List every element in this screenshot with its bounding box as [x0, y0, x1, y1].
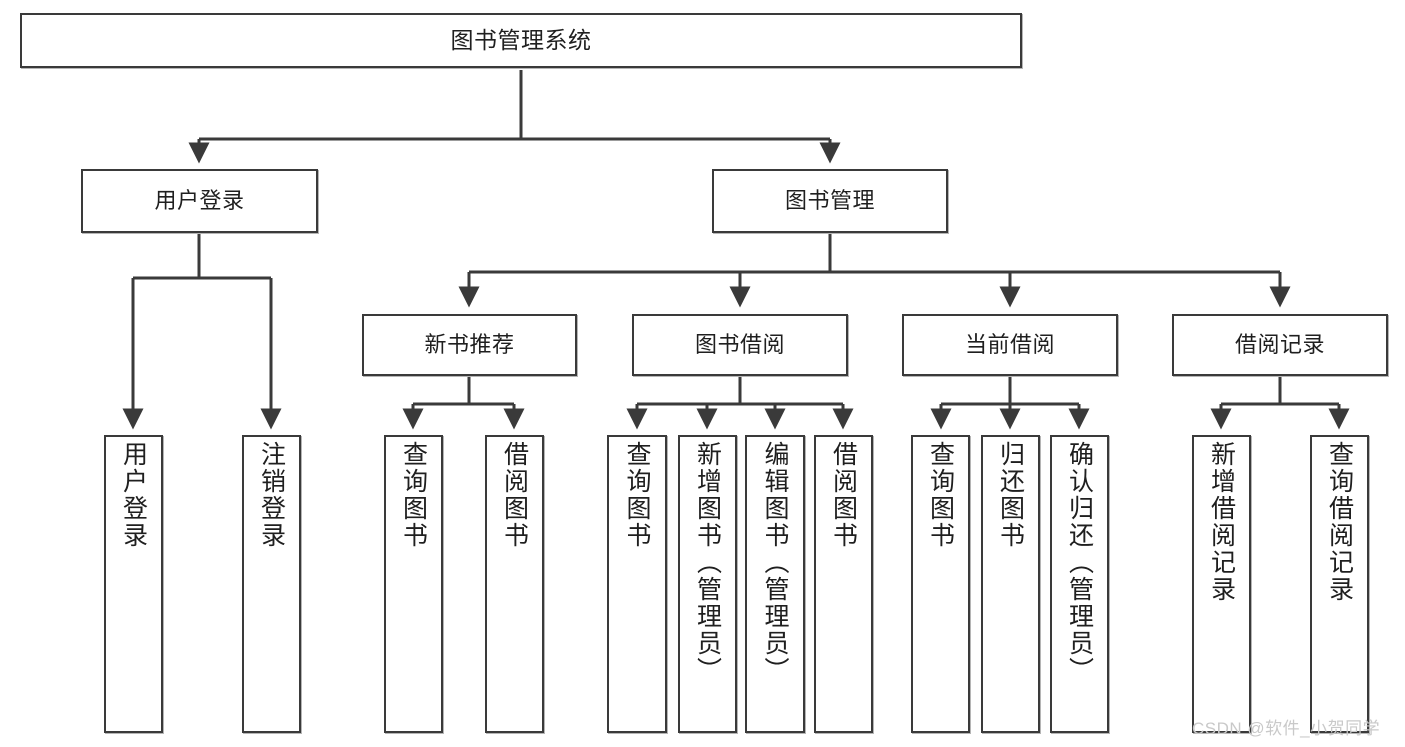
leaf-query-book-3[interactable]: 查询图书 [911, 435, 970, 733]
leaf-return-book[interactable]: 归还图书 [981, 435, 1040, 733]
node-book-manage-label: 图书管理 [784, 187, 875, 213]
leaf-query-borrow-record-label: 查询借阅记录 [1325, 441, 1354, 603]
leaf-borrow-book-1-label: 借阅图书 [500, 441, 529, 549]
leaf-confirm-return-admin[interactable]: 确认归还（管理员） [1050, 435, 1109, 733]
node-root-label: 图书管理系统 [450, 26, 592, 53]
node-new-book-recommend-label: 新书推荐 [424, 331, 515, 357]
node-current-borrow[interactable]: 当前借阅 [902, 314, 1118, 376]
node-root[interactable]: 图书管理系统 [20, 13, 1022, 68]
node-current-borrow-label: 当前借阅 [964, 331, 1055, 357]
node-user-login-label: 用户登录 [154, 187, 245, 213]
leaf-add-book-admin-label: 新增图书（管理员） [693, 441, 722, 684]
node-borrow-record-label: 借阅记录 [1234, 331, 1325, 357]
node-user-login[interactable]: 用户登录 [81, 169, 318, 233]
leaf-edit-book-admin[interactable]: 编辑图书（管理员） [745, 435, 805, 733]
leaf-query-book-1[interactable]: 查询图书 [384, 435, 443, 733]
leaf-borrow-book-1[interactable]: 借阅图书 [485, 435, 544, 733]
leaf-add-borrow-record[interactable]: 新增借阅记录 [1192, 435, 1251, 733]
leaf-query-book-3-label: 查询图书 [926, 441, 955, 549]
leaf-confirm-return-admin-label: 确认归还（管理员） [1065, 441, 1094, 684]
leaf-borrow-book-2-label: 借阅图书 [829, 441, 858, 549]
leaf-user-login[interactable]: 用户登录 [104, 435, 163, 733]
leaf-borrow-book-2[interactable]: 借阅图书 [814, 435, 873, 733]
node-borrow-record[interactable]: 借阅记录 [1172, 314, 1388, 376]
leaf-add-borrow-record-label: 新增借阅记录 [1207, 441, 1236, 603]
leaf-query-book-2[interactable]: 查询图书 [607, 435, 667, 733]
leaf-query-borrow-record[interactable]: 查询借阅记录 [1310, 435, 1369, 733]
leaf-return-book-label: 归还图书 [996, 441, 1025, 549]
node-book-borrow-label: 图书借阅 [694, 331, 785, 357]
leaf-edit-book-admin-label: 编辑图书（管理员） [761, 441, 789, 684]
watermark: CSDN @软件_小贺同学 [1192, 719, 1381, 738]
node-new-book-recommend[interactable]: 新书推荐 [362, 314, 577, 376]
leaf-user-login-label: 用户登录 [119, 441, 148, 549]
leaf-query-book-1-label: 查询图书 [399, 441, 428, 549]
node-book-manage[interactable]: 图书管理 [712, 169, 948, 233]
leaf-query-book-2-label: 查询图书 [623, 441, 651, 549]
node-book-borrow[interactable]: 图书借阅 [632, 314, 848, 376]
leaf-user-logout[interactable]: 注销登录 [242, 435, 301, 733]
leaf-user-logout-label: 注销登录 [257, 441, 286, 549]
leaf-add-book-admin[interactable]: 新增图书（管理员） [678, 435, 737, 733]
